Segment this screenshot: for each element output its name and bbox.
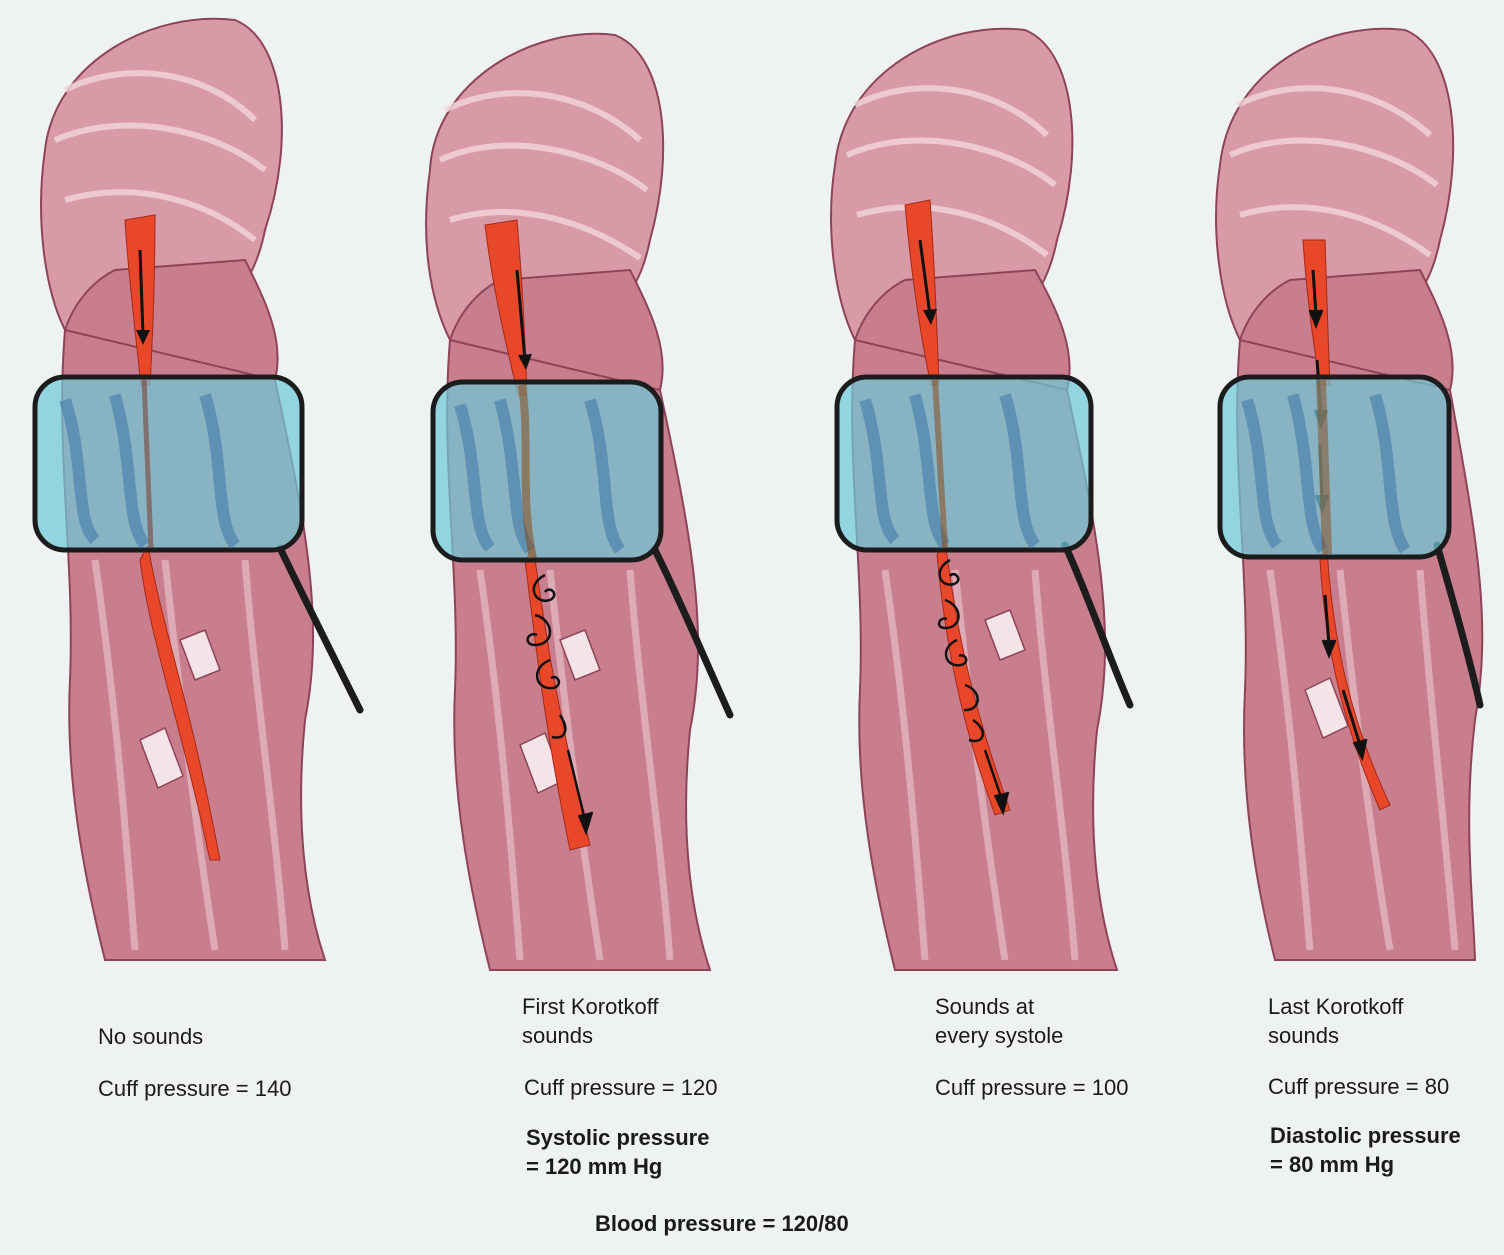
upper-arm-muscles	[1216, 29, 1453, 390]
upper-arm-muscles	[41, 19, 282, 380]
panel-label-no-sounds: No sounds	[98, 1022, 203, 1051]
arm-panel-first-korotkoff	[385, 0, 785, 980]
arm-panel-no-sounds	[5, 0, 405, 980]
panel-label-first-korotkoff: First Korotkoff sounds	[522, 992, 659, 1050]
upper-arm-muscles	[831, 29, 1072, 390]
upper-arm-muscles	[426, 34, 663, 390]
arm-panel-last-korotkoff	[1175, 0, 1504, 980]
systolic-pressure-label: Systolic pressure = 120 mm Hg	[526, 1123, 709, 1181]
cuff-pressure-140: Cuff pressure = 140	[98, 1076, 291, 1102]
cuff-pressure-120: Cuff pressure = 120	[524, 1075, 717, 1101]
panel-label-every-systole: Sounds at every systole	[935, 992, 1063, 1050]
cuff-pressure-80: Cuff pressure = 80	[1268, 1074, 1449, 1100]
arm-panel-every-systole	[795, 0, 1195, 980]
panel-label-last-korotkoff: Last Korotkoff sounds	[1268, 992, 1403, 1050]
blood-pressure-summary: Blood pressure = 120/80	[595, 1211, 849, 1237]
diastolic-pressure-label: Diastolic pressure = 80 mm Hg	[1270, 1121, 1461, 1179]
cuff-pressure-100: Cuff pressure = 100	[935, 1075, 1128, 1101]
